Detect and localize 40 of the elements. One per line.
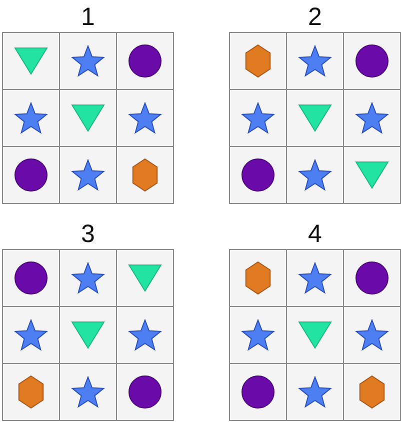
grid-cell <box>59 32 117 90</box>
grid-number: 3 <box>80 219 96 249</box>
grid-cell <box>229 249 287 307</box>
grid-cell <box>229 32 287 90</box>
grid-cell <box>229 306 287 364</box>
grid-cell <box>286 249 344 307</box>
grid-cell <box>116 32 174 90</box>
grid-cell <box>343 89 401 147</box>
grid-cell <box>2 363 60 421</box>
grid-cell <box>286 89 344 147</box>
grid-cell <box>2 249 60 307</box>
grid-cell <box>343 363 401 421</box>
grid-cell <box>116 306 174 364</box>
grid-cell <box>116 146 174 204</box>
grid-cell <box>59 146 117 204</box>
grid-cell <box>229 363 287 421</box>
grid-cell <box>2 306 60 364</box>
grid-cell <box>343 146 401 204</box>
grid-cell <box>286 306 344 364</box>
grid-cell <box>343 306 401 364</box>
grid-cell <box>116 249 174 307</box>
grid-cell <box>2 89 60 147</box>
grid-cell <box>286 363 344 421</box>
grid-cell <box>229 89 287 147</box>
grid-cell <box>286 146 344 204</box>
grid-cell <box>59 249 117 307</box>
grid-cell <box>59 363 117 421</box>
grid-cell <box>343 249 401 307</box>
grid-cell <box>229 146 287 204</box>
grid-cell <box>59 89 117 147</box>
grid-cell <box>286 32 344 90</box>
grid-cell <box>59 306 117 364</box>
grid-cell <box>2 32 60 90</box>
grid-cell <box>2 146 60 204</box>
grid-number: 1 <box>80 2 96 32</box>
grid-cell <box>116 89 174 147</box>
grid-number: 2 <box>307 2 323 32</box>
grid-number: 4 <box>307 219 323 249</box>
grid-cell <box>343 32 401 90</box>
grid-cell <box>116 363 174 421</box>
